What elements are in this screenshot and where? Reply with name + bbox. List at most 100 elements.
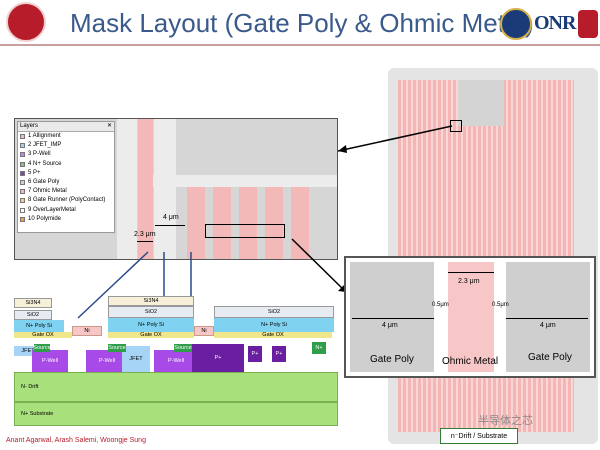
p-well-left: P-Well (32, 350, 68, 372)
layer-label: 8 Gate Runner (PolyContact) (28, 197, 106, 204)
ohmic-metal-finger (291, 187, 309, 259)
gate-poly-pad (458, 80, 504, 126)
layer-item[interactable]: 3 P-Well (18, 150, 114, 159)
gate-poly-bar (117, 119, 137, 259)
layers-header: Layers✕ (18, 122, 114, 132)
dim-right-label: 4 μm (540, 322, 556, 329)
layer-item[interactable]: 10 Polymide (18, 215, 114, 224)
n-drift-layer: N- Drift (14, 372, 338, 402)
layer-swatch-icon (20, 161, 25, 167)
layer-swatch-icon (20, 207, 25, 213)
layer-label: 7 Ohmic Metal (28, 188, 67, 195)
sio2-right: SiO2 (214, 306, 334, 318)
n-substrate-layer: N+ Substrate (14, 402, 338, 426)
gate-ox-center: Gate OX (108, 332, 194, 338)
ni-contact-left: Ni (72, 326, 102, 336)
ohmic-metal-finger (239, 187, 257, 259)
gate-poly-region-left (350, 262, 434, 372)
navy-seal-icon (500, 8, 532, 40)
layer-item[interactable]: 9 OverLayerMetal (18, 206, 114, 215)
p-plus-small-2: P+ (272, 346, 286, 362)
jfet-left: JFET (14, 346, 42, 356)
layer-item[interactable]: 1 Allignment (18, 132, 114, 141)
dim-2-3um-arrow (137, 241, 153, 242)
si3n4-center: Si3N4 (108, 296, 194, 306)
watermark: 半导体之芯 (478, 415, 533, 427)
poly-center: N+ Poly Si (108, 318, 194, 332)
layer-swatch-icon (20, 134, 25, 140)
layer-item[interactable]: 4 N+ Source (18, 160, 114, 169)
layer-swatch-icon (20, 143, 25, 149)
gate-poly-region-right (506, 262, 590, 372)
source-mid: Source (108, 344, 126, 352)
gate-ox-right: Gate OX (214, 332, 332, 338)
ohmic-metal-finger (265, 187, 283, 259)
source-right: Source (174, 344, 192, 352)
jfet-center: JFET (122, 346, 150, 372)
n-plus-region: N+ (312, 342, 326, 354)
dim-2-3um: 2.3 μm (134, 231, 156, 238)
dim-left-label: 4 μm (382, 322, 398, 329)
layer-swatch-icon (20, 170, 25, 176)
ni-contact-right: Ni (194, 326, 214, 336)
layer-item[interactable]: 5 P+ (18, 169, 114, 178)
sio2-left: SiO2 (14, 310, 52, 320)
dim-right-arrow (506, 318, 588, 319)
layer-swatch-icon (20, 180, 25, 186)
authors-footer: Anant Agarwal, Arash Salemi, Woongje Sun… (6, 437, 146, 444)
dim-4um: 4 μm (163, 214, 179, 221)
dim-top-label: 2.3 μm (458, 278, 480, 285)
marine-seal-icon (578, 10, 598, 38)
gate-poly-label-left: Gate Poly (370, 354, 414, 365)
layer-label: 10 Polymide (28, 215, 62, 222)
layer-label: 5 P+ (28, 169, 41, 176)
layer-swatch-icon (20, 189, 25, 195)
dim-left-arrow (352, 318, 434, 319)
poly-right: N+ Poly Si (214, 318, 334, 332)
ohmic-metal-region (448, 262, 494, 372)
poly-left: N+ Poly Si (14, 320, 64, 332)
layer-label: 4 N+ Source (28, 160, 62, 167)
close-icon[interactable]: ✕ (106, 123, 112, 129)
gate-poly-bar (154, 119, 176, 259)
si3n4-left: Si3N4 (14, 298, 52, 308)
legend-box: n⁻Drift / Substrate (440, 428, 518, 444)
dim-4um-arrow (155, 225, 185, 226)
gate-ox-left: Gate OX (14, 332, 72, 338)
layer-item[interactable]: 8 Gate Runner (PolyContact) (18, 196, 114, 205)
layer-swatch-icon (20, 198, 25, 204)
source-left: Source (33, 344, 51, 352)
onr-logo-text: ONR (534, 12, 576, 34)
onr-logo: ONR (500, 6, 598, 42)
layer-label: 9 OverLayerMetal (28, 206, 76, 213)
gate-poly-label-right: Gate Poly (528, 352, 572, 363)
dim-left-gap-label: 0.5μm (432, 302, 449, 308)
layer-item[interactable]: 7 Ohmic Metal (18, 187, 114, 196)
dim-top-arrow (448, 272, 494, 273)
layout-editor-view[interactable]: 4 μm 2.3 μm Layers✕ 1 Allignment 2 JFET_I… (14, 118, 338, 260)
layer-item[interactable]: 2 JFET_IMP (18, 141, 114, 150)
device-cross-section: N- Drift N+ Substrate JFET P-Well P-Well… (14, 290, 338, 430)
university-seal-logo (6, 2, 46, 42)
p-well-mid-right: P-Well (154, 350, 198, 372)
dim-right-gap-label: 0.5μm (492, 302, 509, 308)
layer-label: 2 JFET_IMP (28, 142, 62, 149)
layer-swatch-icon (20, 152, 25, 158)
ohmic-metal-bar (138, 119, 153, 259)
ohmic-metal-label: Ohmic Metal (442, 356, 499, 367)
layer-label: 1 Allignment (28, 133, 61, 139)
ohmic-metal-finger (187, 187, 205, 259)
sio2-center: SiO2 (108, 306, 194, 318)
gate-poly-runner (153, 175, 337, 187)
ohmic-metal-finger (213, 187, 231, 259)
zoom-select-box[interactable] (205, 224, 285, 238)
header-divider (0, 44, 600, 46)
layer-swatch-icon (20, 216, 25, 222)
layer-item[interactable]: 6 Gate Poly (18, 178, 114, 187)
p-plus-small-1: P+ (248, 346, 262, 362)
layer-label: 6 Gate Poly (28, 178, 60, 185)
zoom-detail-view: 2.3 μm 0.5μm 0.5μm 4 μm 4 μm Gate Poly O… (344, 256, 596, 378)
p-well-mid-left: P-Well (86, 350, 128, 372)
slide-title: Mask Layout (Gate Poly & Ohmic Metal) (70, 8, 534, 38)
